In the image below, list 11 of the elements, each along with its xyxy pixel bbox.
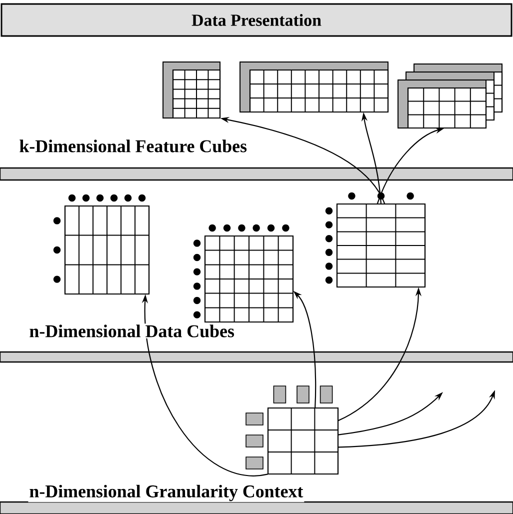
data-cube-drawing [325, 192, 426, 288]
level-label: k-Dimensional Feature Cubes [18, 138, 248, 154]
feature-cube-drawing [162, 62, 221, 119]
feature-cube-stack-drawing [398, 64, 503, 129]
level-label: n-Dimensional Data Cubes [28, 324, 236, 338]
title-band: Data Presentation [0, 3, 512, 37]
level-label: n-Dimensional Granularity Context [28, 484, 304, 502]
feature-cube-drawing [240, 62, 389, 113]
data-cube-drawing [193, 224, 294, 323]
granularity-grid-drawing [246, 386, 339, 475]
data-cube-drawing [53, 194, 150, 295]
